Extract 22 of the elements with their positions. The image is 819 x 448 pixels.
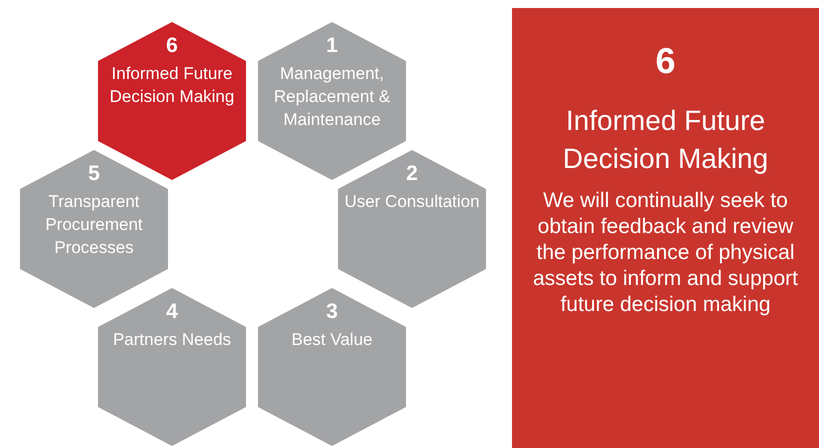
hexagon bbox=[98, 288, 246, 446]
step-number: 3 bbox=[325, 300, 339, 324]
hexagon bbox=[258, 22, 406, 180]
step-number: 4 bbox=[165, 300, 179, 324]
hexagon bbox=[338, 150, 486, 308]
step-number: 2 bbox=[405, 162, 419, 186]
step-title: Informed Future Decision Making bbox=[108, 63, 236, 108]
hexagon bbox=[20, 150, 168, 308]
hexagon bbox=[98, 22, 246, 180]
step-title: Partners Needs bbox=[112, 329, 232, 351]
step-number: 6 bbox=[165, 34, 179, 58]
step-number: 1 bbox=[325, 34, 339, 58]
step-number: 6 bbox=[654, 40, 677, 82]
step-number: 5 bbox=[87, 162, 101, 186]
detail-panel bbox=[512, 8, 819, 448]
step-title: Transparent Procurement Processes bbox=[44, 191, 144, 259]
panel-heading: Informed Future Decision Making bbox=[562, 104, 770, 176]
step-title: Best Value bbox=[290, 329, 374, 351]
panel-description: We will continually seek to obtain feedback and review the performance of physical assets to inform and support future decision making bbox=[532, 188, 799, 318]
step-title: Management, Replacement & Maintenance bbox=[272, 63, 392, 131]
step-title: User Consultation bbox=[344, 191, 480, 213]
hexagon bbox=[258, 288, 406, 446]
